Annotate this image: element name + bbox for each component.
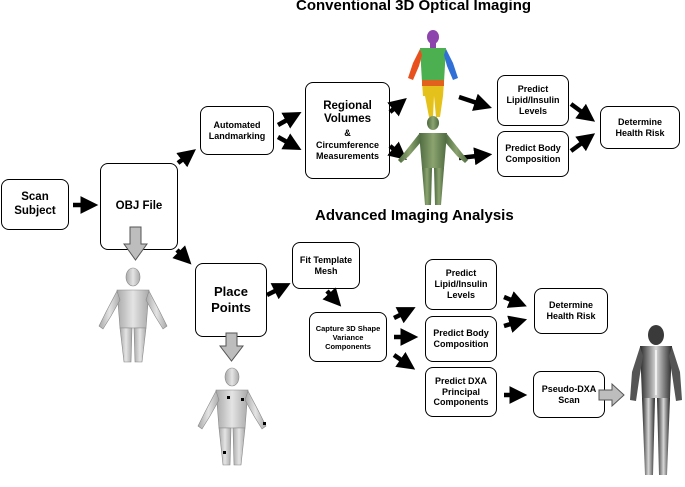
segmented-body-icon bbox=[408, 30, 458, 117]
determine-health-box-bottom: Determine Health Risk bbox=[534, 288, 608, 334]
predict-dxa-box: Predict DXA Principal Components bbox=[425, 367, 497, 417]
arrow-landmarking-to-regional-upper bbox=[276, 111, 302, 129]
arrow-fit-to-capture bbox=[322, 287, 342, 307]
pseudo-dxa-label: Pseudo-DXA Scan bbox=[541, 383, 597, 405]
arrow-body-to-health-top bbox=[569, 133, 596, 153]
arrow-capture-to-lipid bbox=[392, 307, 416, 324]
regional-volumes-box: Regional Volumes & Circumference Measure… bbox=[305, 82, 390, 179]
place-points-label: Place Points bbox=[211, 284, 251, 315]
circumference-label: Circumference Measurements bbox=[315, 139, 380, 161]
arrow-place-to-fit bbox=[265, 283, 291, 300]
predict-lipid-box-top: Predict Lipid/Insulin Levels bbox=[497, 75, 569, 126]
regional-volumes-label: Regional Volumes bbox=[323, 99, 372, 126]
arrow-body-to-health-bottom bbox=[503, 315, 528, 333]
scan-subject-box: Scan Subject bbox=[1, 179, 69, 230]
predict-lipid-box-bottom: Predict Lipid/Insulin Levels bbox=[425, 259, 497, 310]
gray-arrow-obj-down bbox=[123, 226, 148, 261]
arrow-regional-to-segmented bbox=[387, 97, 407, 117]
capture-shape-box: Capture 3D Shape Variance Components bbox=[309, 312, 387, 362]
predict-body-label-bottom: Predict Body Composition bbox=[433, 328, 489, 349]
predict-body-box-bottom: Predict Body Composition bbox=[425, 316, 497, 362]
gray-arrow-place-down bbox=[218, 332, 245, 362]
arrow-landmarking-to-regional-lower bbox=[276, 133, 302, 151]
predict-lipid-label-bottom: Predict Lipid/Insulin Levels bbox=[434, 268, 488, 300]
automated-landmarking-box: Automated Landmarking bbox=[200, 106, 274, 155]
arrow-obj-to-landmarking bbox=[176, 149, 196, 168]
gray-mesh-body-icon bbox=[98, 267, 168, 363]
gray-arrow-pseudo-right bbox=[598, 382, 625, 408]
dxa-scan-icon bbox=[628, 325, 685, 485]
arrow-segmented-to-lipid bbox=[458, 93, 492, 111]
predict-dxa-label: Predict DXA Principal Components bbox=[433, 375, 489, 408]
pseudo-dxa-box: Pseudo-DXA Scan bbox=[533, 371, 605, 418]
ampersand-label: & bbox=[344, 128, 351, 139]
title-conventional: Conventional 3D Optical Imaging bbox=[296, 0, 532, 14]
arrow-lipid-to-health-top bbox=[569, 102, 596, 122]
landmarked-body-icon bbox=[197, 367, 267, 466]
capture-shape-label: Capture 3D Shape Variance Components bbox=[315, 323, 381, 351]
arrow-regional-to-textured bbox=[387, 141, 407, 161]
arrow-lipid-to-health-bottom bbox=[503, 291, 527, 308]
determine-health-label-top: Determine Health Risk bbox=[615, 116, 665, 138]
fit-template-box: Fit Template Mesh bbox=[292, 242, 360, 289]
scan-subject-label: Scan Subject bbox=[14, 190, 56, 217]
predict-body-label-top: Predict Body Composition bbox=[505, 143, 561, 164]
arrow-capture-to-dxa bbox=[392, 351, 416, 370]
fit-template-label: Fit Template Mesh bbox=[299, 254, 353, 276]
place-points-box: Place Points bbox=[195, 263, 267, 337]
textured-body-icon bbox=[398, 116, 468, 205]
predict-lipid-label-top: Predict Lipid/Insulin Levels bbox=[506, 84, 560, 116]
arrow-obj-to-place-points bbox=[172, 245, 192, 265]
obj-file-label: OBJ File bbox=[115, 199, 163, 212]
title-advanced: Advanced Imaging Analysis bbox=[315, 207, 514, 224]
landmark-points bbox=[223, 396, 266, 454]
predict-body-box-top: Predict Body Composition bbox=[497, 131, 569, 177]
determine-health-box-top: Determine Health Risk bbox=[600, 106, 680, 149]
determine-health-label-bottom: Determine Health Risk bbox=[546, 300, 596, 321]
automated-landmarking-label: Automated Landmarking bbox=[208, 119, 266, 141]
